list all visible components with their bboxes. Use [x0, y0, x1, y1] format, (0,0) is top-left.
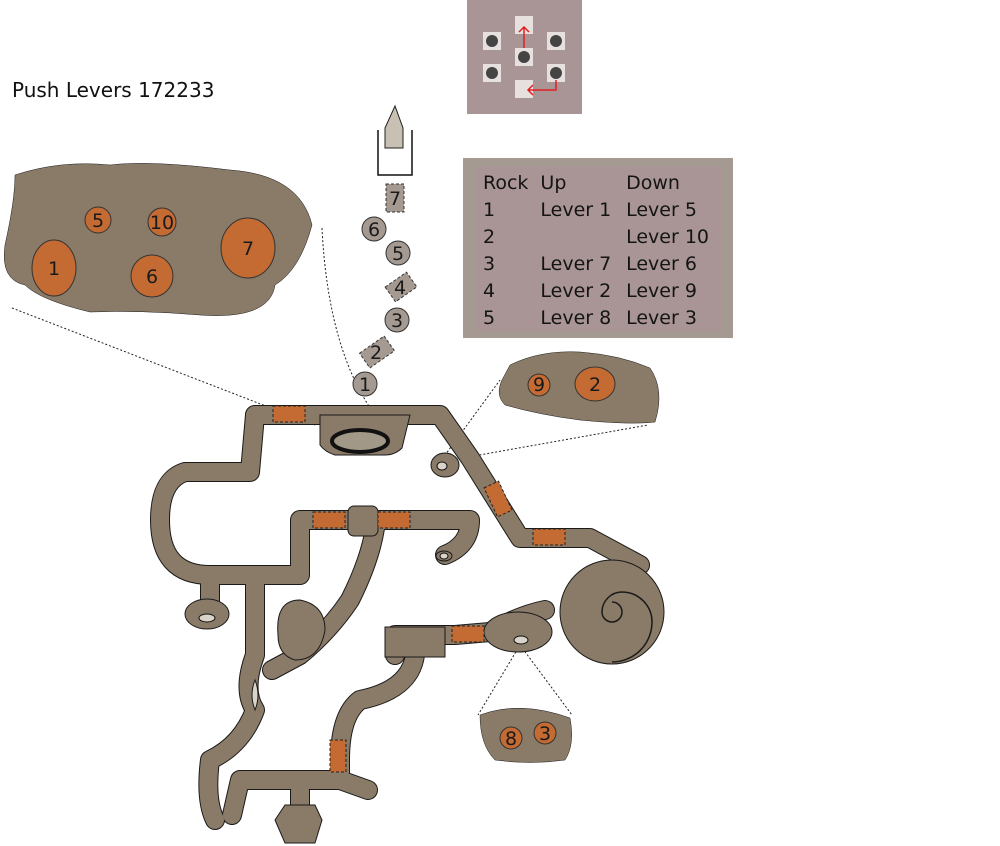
zoom-lines [11, 227, 649, 716]
up-cell [540, 226, 626, 253]
rock-cell: 5 [483, 307, 496, 329]
path-marker-3-label: 3 [391, 310, 403, 332]
pit [330, 428, 390, 454]
rock-lever-legend: Rock Up Down 1 Lever 1 Lever 5 2 Lever 1… [463, 158, 733, 338]
lever-10 [147, 207, 177, 237]
down-cell: Lever 3 [626, 307, 697, 329]
path-marker-6-label: 6 [368, 219, 380, 241]
lever-8-label: 8 [505, 728, 517, 750]
path-marker-6 [361, 216, 387, 242]
boat-icon [377, 104, 413, 176]
spiral-chamber [559, 559, 665, 665]
door-3 [377, 511, 411, 529]
door-2 [312, 511, 346, 529]
path-marker-2-label: 2 [370, 342, 382, 364]
lever-area-top-left: 5 10 1 6 7 [3, 163, 313, 316]
path-marker-3 [384, 307, 410, 333]
lever-10-label: 10 [150, 212, 174, 234]
rock-cell: 3 [483, 253, 496, 275]
lever-5-label: 5 [92, 210, 104, 232]
path-marker-1 [352, 371, 378, 397]
table-row: 4 Lever 2 Lever 9 [483, 280, 721, 307]
door-7 [329, 739, 347, 773]
legend-header-rock: Rock [483, 172, 529, 194]
rock-cell: 2 [483, 226, 496, 248]
path-marker-5-label: 5 [392, 243, 404, 265]
path-marker-7 [385, 183, 405, 213]
table-row: 2 Lever 10 [483, 226, 721, 253]
path-marker-4-label: 4 [394, 277, 406, 299]
lever-6 [130, 254, 174, 298]
center-room [347, 505, 379, 537]
lever-7 [220, 217, 276, 279]
lever-6-label: 6 [146, 266, 158, 288]
table-row: 5 Lever 8 Lever 3 [483, 307, 721, 334]
up-cell: Lever 7 [540, 253, 612, 275]
lever-area-bottom: 8 3 [479, 708, 572, 763]
lever-7-label: 7 [242, 238, 254, 260]
path-marker-7-label: 7 [389, 188, 401, 210]
rock-puzzle-diagram [467, 0, 582, 114]
rock-cell: 1 [483, 199, 496, 221]
legend-panel: Rock Up Down 1 Lever 1 Lever 5 2 Lever 1… [475, 166, 721, 332]
page-title: Push Levers 172233 [12, 78, 215, 102]
lever-8 [499, 726, 523, 750]
legend-table: Rock Up Down 1 Lever 1 Lever 5 2 Lever 1… [483, 172, 721, 334]
rock-path: 7 6 5 4 3 2 1 [352, 183, 418, 397]
lever-9 [527, 373, 551, 397]
path-marker-1-label: 1 [359, 374, 371, 396]
table-row: 3 Lever 7 Lever 6 [483, 253, 721, 280]
down-cell: Lever 6 [626, 253, 697, 275]
up-cell: Lever 8 [540, 307, 612, 329]
path-marker-4 [384, 271, 418, 303]
down-cell: Lever 10 [626, 226, 709, 248]
push-arrow-icon [518, 25, 557, 96]
legend-header-row: Rock Up Down [483, 172, 721, 199]
lever-2-label: 2 [589, 374, 601, 396]
cave-rooms [184, 414, 665, 844]
lever-5 [84, 206, 112, 234]
rock-cell: 4 [483, 280, 496, 302]
bottom-left-room [384, 626, 446, 658]
door-1 [272, 405, 306, 423]
lever-9-label: 9 [533, 374, 545, 396]
door-5 [532, 528, 566, 546]
lever-area-right: 9 2 [498, 351, 660, 424]
doors [272, 405, 566, 773]
legend-header-down: Down [626, 172, 680, 194]
lever-1-label: 1 [48, 258, 60, 280]
lever-3 [533, 721, 557, 745]
door-4 [483, 480, 513, 518]
down-cell: Lever 5 [626, 199, 697, 221]
bulb-room [277, 599, 326, 661]
lever-3-label: 3 [539, 723, 551, 745]
lever-1 [31, 239, 77, 297]
up-cell: Lever 2 [540, 280, 612, 302]
lever-room-bottom [483, 611, 553, 653]
door-6 [451, 625, 485, 643]
lever-2 [574, 366, 616, 402]
legend-header-up: Up [540, 172, 567, 194]
table-row: 1 Lever 1 Lever 5 [483, 199, 721, 226]
path-marker-5 [385, 240, 411, 266]
entrance-hall [274, 804, 323, 844]
path-marker-2 [358, 335, 396, 369]
down-cell: Lever 9 [626, 280, 697, 302]
up-cell: Lever 1 [540, 199, 612, 221]
